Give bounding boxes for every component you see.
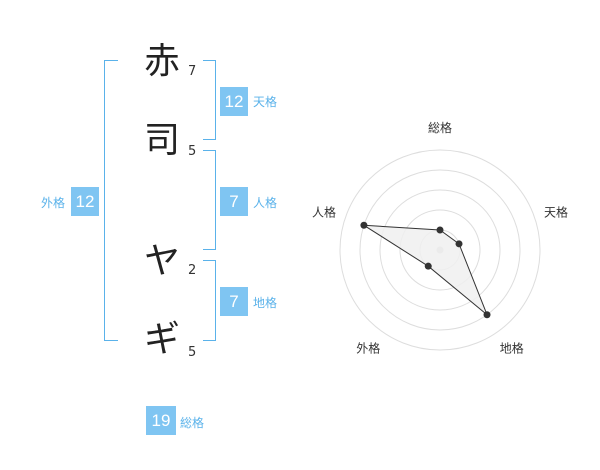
radar-axis-label: 外格: [356, 341, 380, 356]
name-char-3: ヤ: [143, 241, 180, 282]
soukaku-value: 19: [146, 406, 176, 435]
radar-grid-ring: [399, 209, 481, 291]
chikaku-bracket: [203, 260, 216, 341]
radar-axis-label: 総格: [428, 120, 452, 135]
radar-data-area: [363, 224, 488, 316]
radar-grid-ring: [379, 189, 501, 311]
jinkaku-value: 7: [220, 187, 248, 216]
name-char-1: 赤: [143, 41, 180, 82]
radar-point-3: [483, 311, 491, 319]
tenkaku-value: 12: [220, 87, 248, 116]
radar-point-4: [424, 262, 432, 270]
tenkaku-bracket: [203, 60, 216, 140]
chikaku-label: 地格: [253, 296, 278, 310]
soukaku-label: 総格: [180, 416, 205, 430]
jinkaku-bracket: [203, 150, 216, 250]
stroke-count-3: 2: [188, 263, 197, 278]
jinkaku-label: 人格: [253, 196, 278, 210]
radar-point-5: [360, 221, 368, 229]
gaikaku-bracket: [104, 60, 118, 341]
radar-axis-label: 天格: [544, 204, 568, 219]
radar-grid-ring: [339, 149, 541, 351]
radar-axis-label: 地格: [500, 341, 524, 356]
tenkaku-label: 天格: [253, 95, 278, 109]
gaikaku-label: 外格: [41, 196, 66, 210]
gaikaku-value: 12: [71, 187, 99, 216]
chikaku-value: 7: [220, 287, 248, 316]
name-char-4: ギ: [143, 319, 180, 360]
radar-axis-label: 人格: [312, 204, 336, 219]
radar-point-2: [455, 240, 463, 248]
stroke-count-4: 5: [188, 345, 197, 360]
radar-grid-ring: [359, 169, 521, 331]
stroke-count-2: 5: [188, 144, 197, 159]
stroke-count-1: 7: [188, 64, 197, 79]
name-char-2: 司: [143, 120, 180, 161]
radar-point-1: [436, 226, 444, 234]
